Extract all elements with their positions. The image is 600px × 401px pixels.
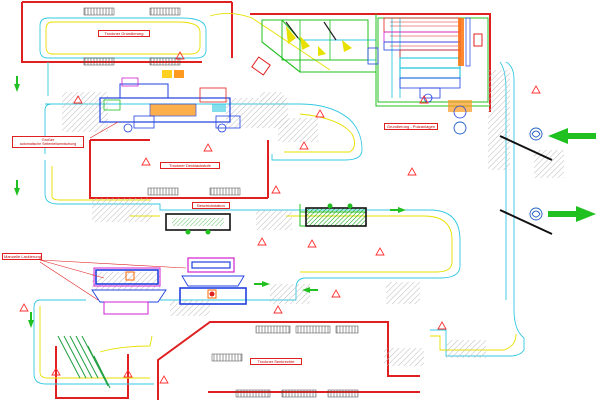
conveyor-yellow [39, 13, 517, 379]
fan-icons [453, 121, 543, 221]
booths-label: Grundierung - Putzanlagen [384, 123, 438, 130]
callout-mixing-line2: automatische Seitenteilanmischung [19, 142, 77, 146]
hall-label-top: Trockner Grundierung [98, 30, 150, 37]
hatched-zones [62, 70, 564, 366]
roller-racks [57, 335, 111, 389]
robot-cell-top [251, 19, 379, 76]
hall-label-mid: Trockner Decklackstufe [160, 162, 220, 169]
manual-paint-label: Manuelle Lackierung [2, 253, 42, 260]
callout-mixing: Großer automatische Seitenteilanmischung [12, 136, 84, 148]
hall-label-bottom: Trockner Senkrechte [250, 358, 302, 365]
mixing-station [99, 70, 241, 133]
callout-mixing-line1: Großer [41, 137, 55, 142]
manual-paint-cells [91, 257, 247, 315]
flow-arrow-icon [548, 128, 596, 222]
small-flow-arrows [14, 76, 406, 328]
gates-right [499, 135, 553, 235]
station-label: Beschickstation [192, 202, 230, 209]
transfer-stations [165, 203, 367, 235]
paint-booths-right [383, 17, 483, 119]
warning-triangle-icon [19, 51, 541, 384]
storage-racks [83, 7, 359, 398]
leader-lines [39, 121, 187, 301]
